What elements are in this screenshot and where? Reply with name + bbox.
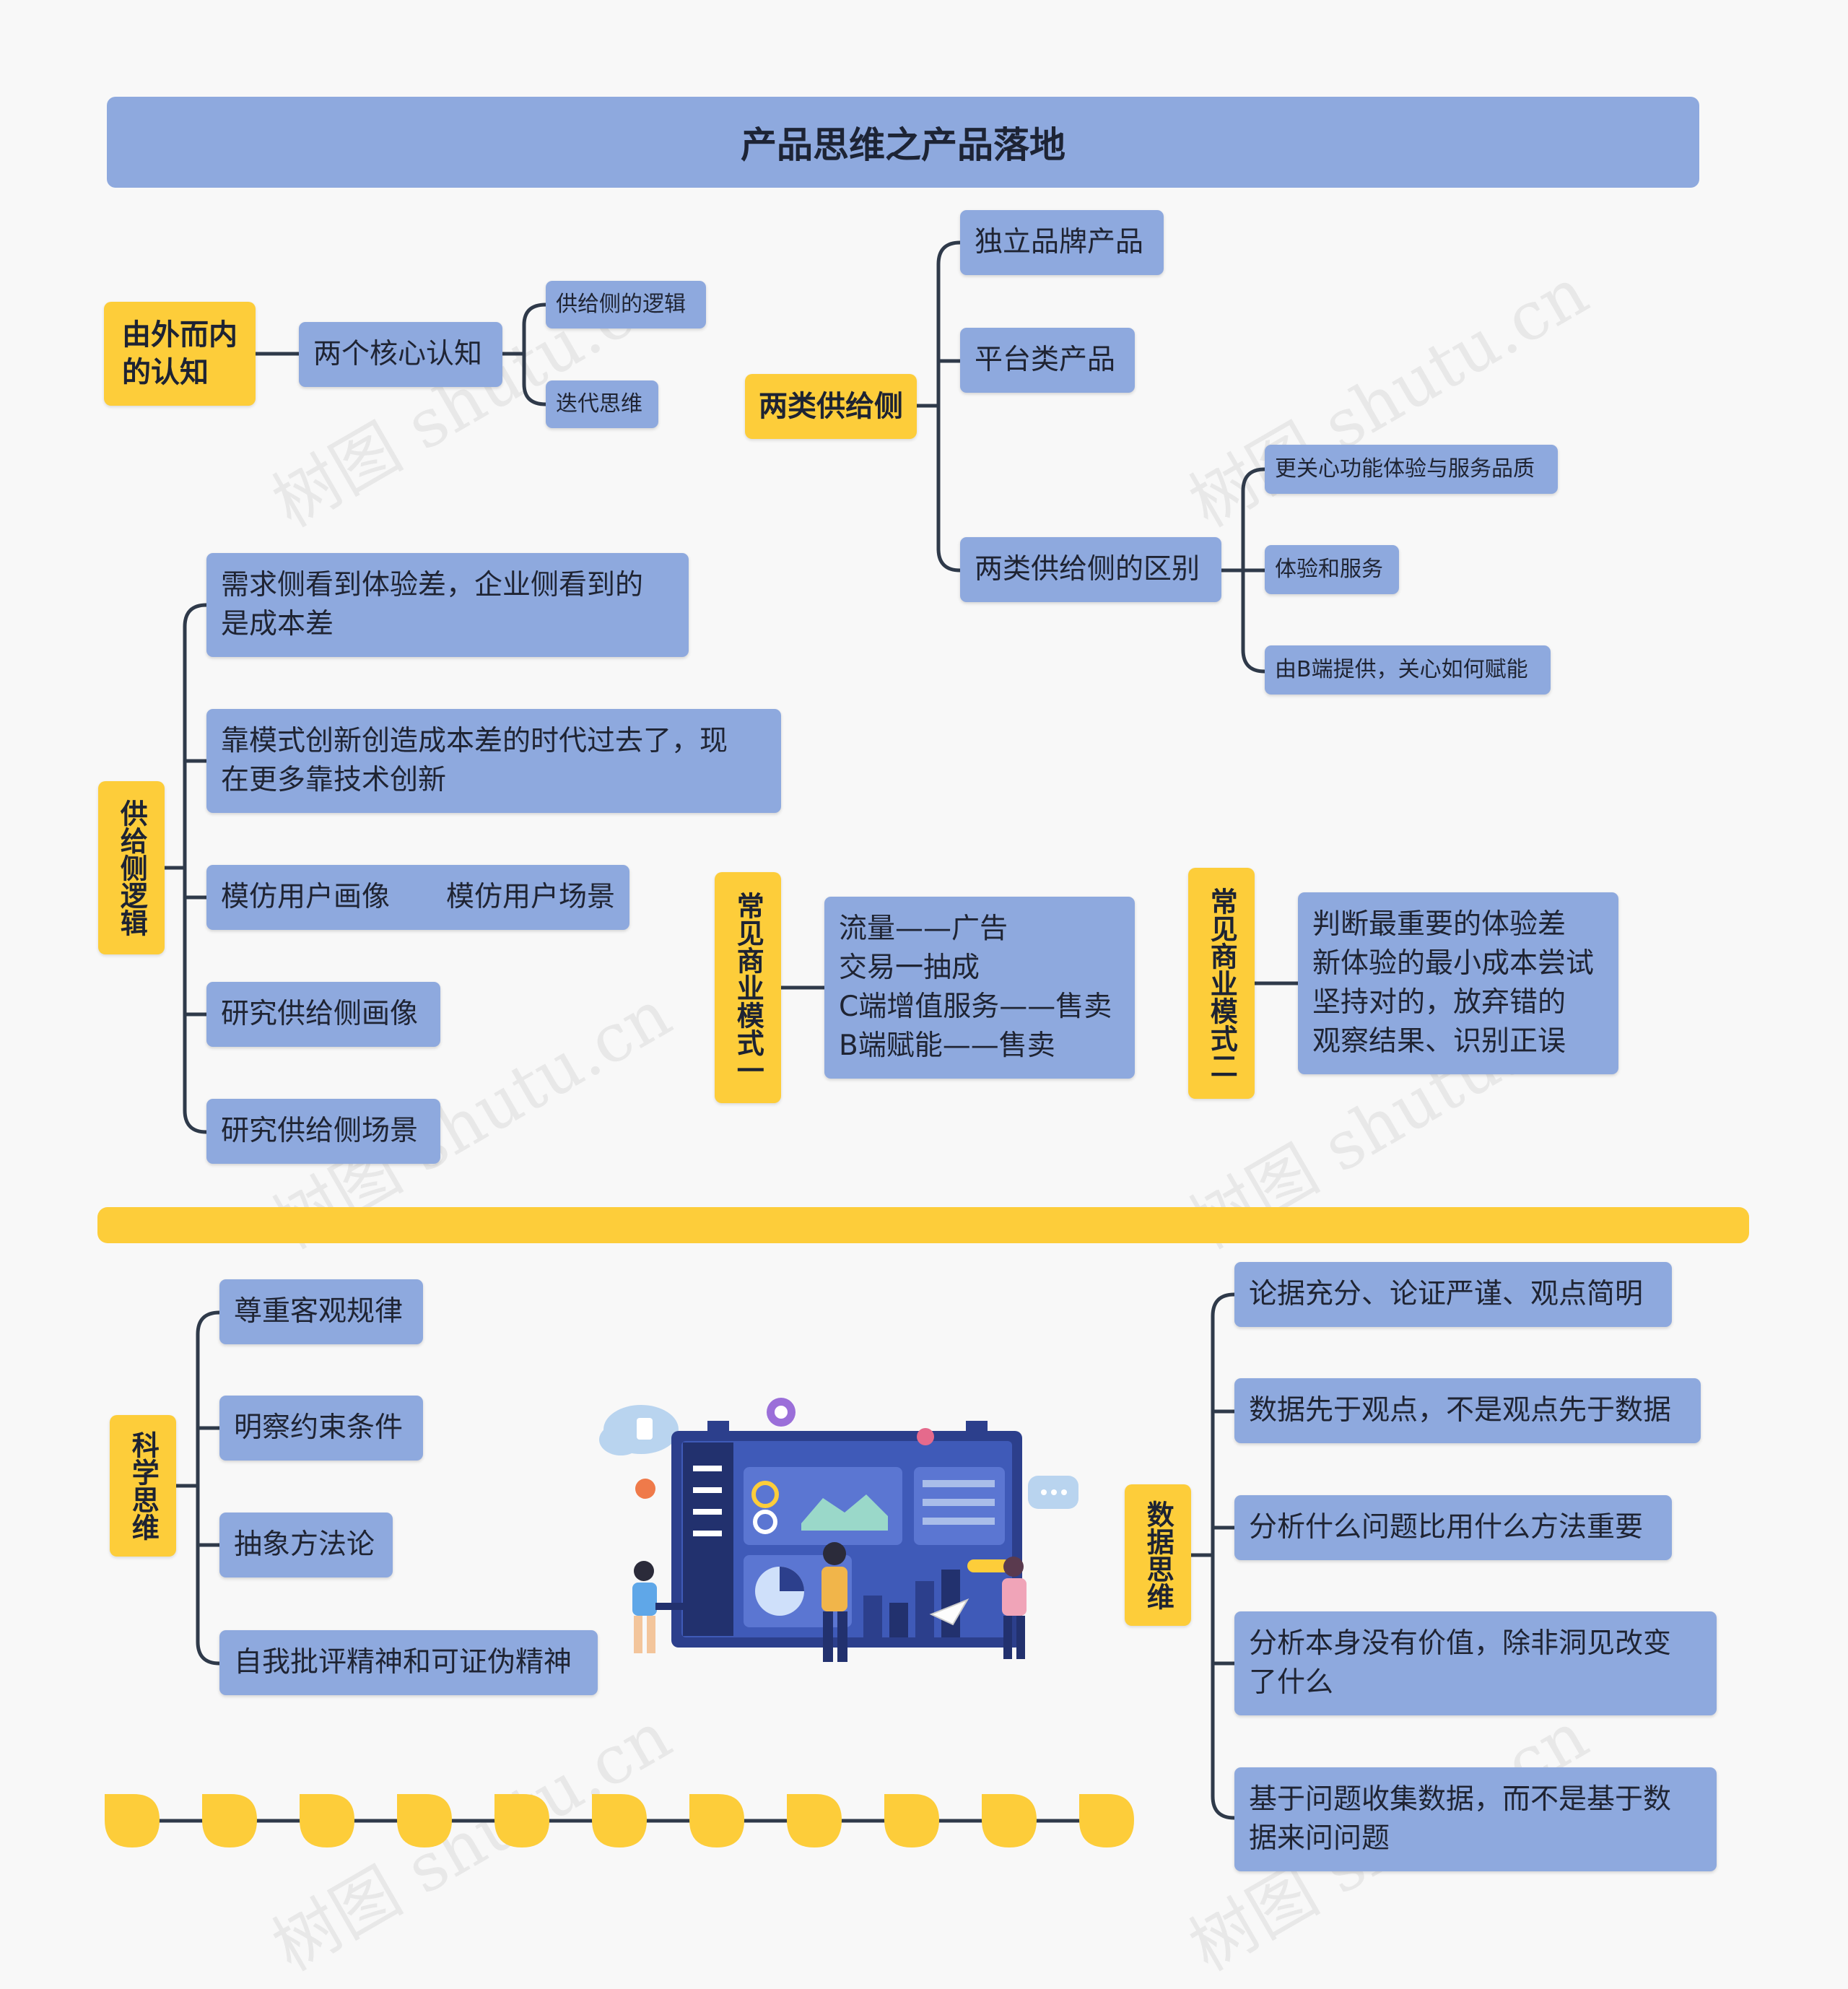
science-item-1: 尊重客观规律 [219,1279,423,1344]
two-supply-types-node: 两类供给侧 [745,374,917,439]
diff-experience-service-node: 体验和服务 [1265,545,1399,594]
supply-logic-item-2: 靠模式创新创造成本差的时代过去了，现 在更多靠技术创新 [206,709,781,813]
supply-logic-node: 供给侧的逻辑 [546,281,706,328]
business-model-1-node: 常见商业模式一 [715,872,781,1103]
business-model-1-detail: 流量——广告 交易一抽成 C端增值服务——售卖 B端赋能——售卖 [824,897,1135,1079]
outer-cognition-node: 由外而内 的认知 [104,302,256,406]
independent-brand-node: 独立品牌产品 [960,210,1164,275]
scientific-thinking-node: 科学思维 [110,1415,176,1557]
data-item-2: 数据先于观点，不是观点先于数据 [1234,1378,1701,1443]
business-model-2-detail: 判断最重要的体验差 新体验的最小成本尝试 坚持对的，放弃错的 观察结果、识别正误 [1298,892,1618,1074]
data-item-1: 论据充分、论证严谨、观点简明 [1234,1262,1672,1327]
platform-product-node: 平台类产品 [960,328,1135,393]
diff-function-quality-node: 更关心功能体验与服务品质 [1265,445,1558,494]
core-cognition-node: 两个核心认知 [299,322,502,387]
supply-logic-item-4: 研究供给侧画像 [206,982,440,1047]
science-item-2: 明察约束条件 [219,1396,423,1461]
dashboard-illustration [599,1398,1078,1662]
supply-logic-item-1: 需求侧看到体验差，企业侧看到的 是成本差 [206,553,689,657]
data-item-5: 基于问题收集数据，而不是基于数 据来问问题 [1234,1767,1717,1871]
iteration-thinking-node: 迭代思维 [546,380,658,428]
section-divider [97,1207,1749,1243]
supply-logic-item-3: 模仿用户画像 模仿用户场景 [206,865,629,930]
science-item-4: 自我批评精神和可证伪精神 [219,1630,598,1695]
data-thinking-node: 数据思维 [1125,1484,1191,1626]
page-title: 产品思维之产品落地 [107,97,1699,188]
supply-side-logic-node: 供给侧逻辑 [98,781,165,954]
science-item-3: 抽象方法论 [219,1513,393,1577]
data-item-3: 分析什么问题比用什么方法重要 [1234,1495,1672,1560]
supply-difference-node: 两类供给侧的区别 [960,537,1221,602]
diff-b-side-node: 由B端提供，关心如何赋能 [1265,645,1551,695]
supply-logic-item-5: 研究供给侧场景 [206,1099,440,1164]
business-model-2-node: 常见商业模式二 [1188,868,1255,1099]
data-item-4: 分析本身没有价值，除非洞见改变 了什么 [1234,1611,1717,1715]
